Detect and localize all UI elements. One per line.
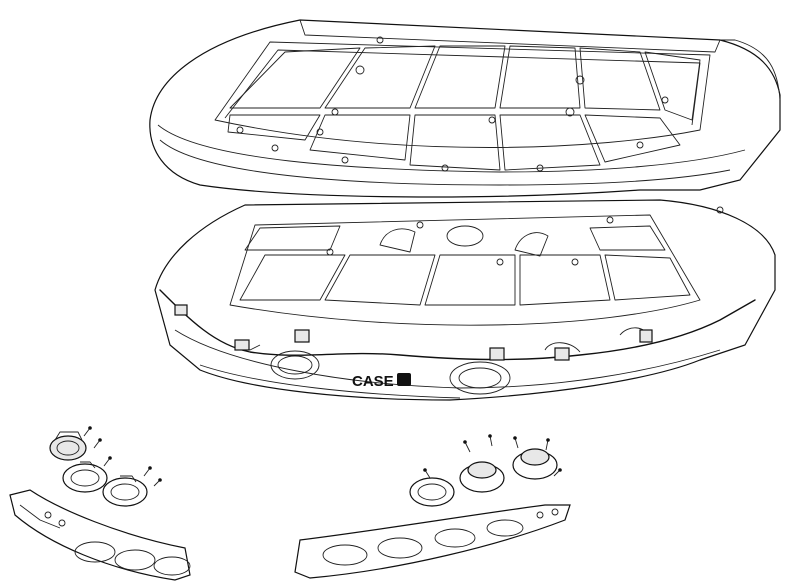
- logo-text: CASE: [352, 373, 394, 390]
- roof-grid-cells: [227, 45, 701, 171]
- right-lamp-2: [459, 461, 505, 493]
- left-lamp-3: [102, 475, 148, 507]
- right-lamp-cluster: [294, 434, 571, 579]
- right-screws: [423, 434, 562, 479]
- roof-panel: [149, 19, 781, 198]
- headliner-tray: CASE: [154, 199, 776, 401]
- case-logo: CASE: [352, 373, 411, 390]
- harness-connectors: [174, 304, 653, 361]
- tray-center-fixtures: [326, 206, 724, 266]
- left-lamp-1: [49, 431, 87, 461]
- roof-fasteners: [236, 36, 669, 172]
- left-lamp-2: [62, 461, 108, 493]
- right-bezel: [294, 504, 571, 579]
- wiring-harness: [159, 289, 756, 361]
- left-bezel: [9, 489, 191, 581]
- tray-grid-cells: [239, 225, 691, 306]
- right-lamp-3: [512, 448, 558, 480]
- left-lamp-cluster: [9, 426, 191, 581]
- left-screws: [83, 426, 162, 487]
- right-lamp-1: [409, 477, 455, 507]
